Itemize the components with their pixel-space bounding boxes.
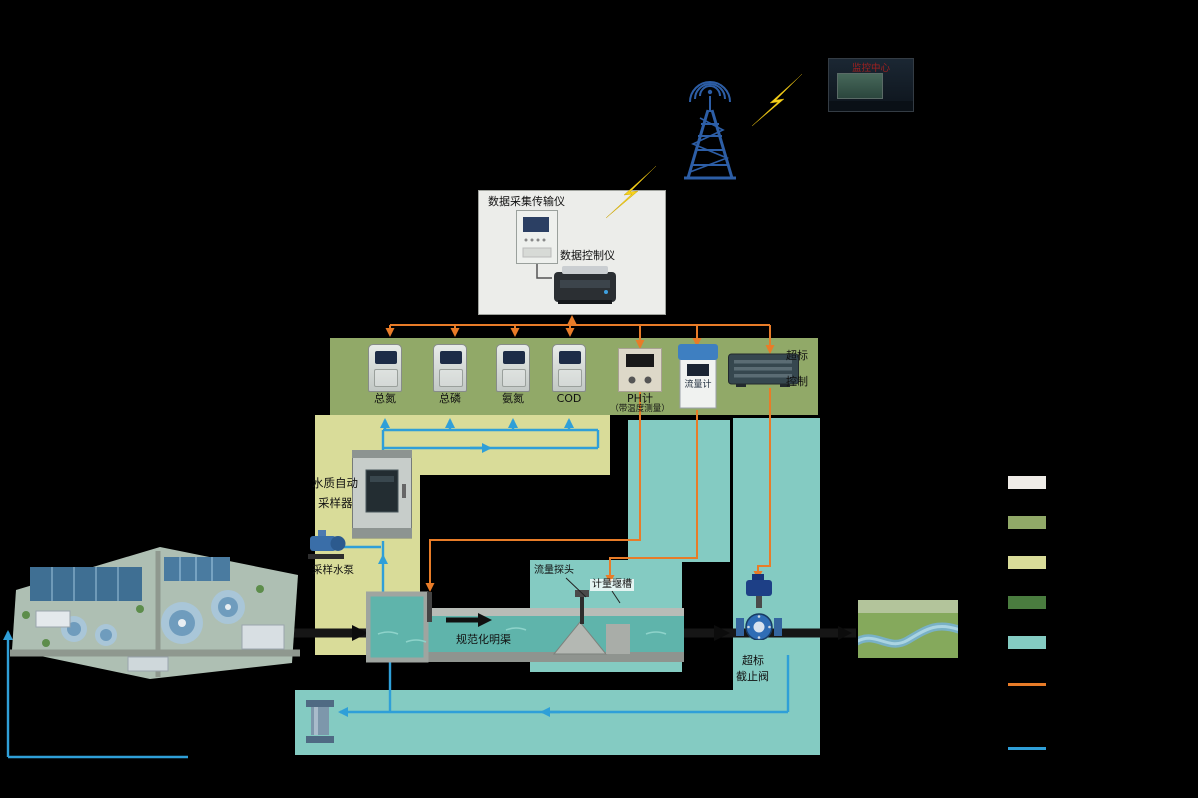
monitoring-center-label: 监控中心 <box>851 63 890 74</box>
legend-swatch-dark-green <box>1008 596 1046 609</box>
sampling-pump-device <box>308 530 346 559</box>
channel-band-bottom <box>295 690 820 755</box>
exceed-control-device <box>728 353 799 387</box>
river-photo <box>858 600 958 658</box>
analyzer-screen <box>440 351 462 364</box>
signal-lines <box>385 315 775 592</box>
return-pump-device <box>306 700 334 743</box>
flow-probe-label: 流量探头 <box>534 565 574 576</box>
video-wall <box>837 73 883 99</box>
auto-sampler-device <box>352 450 412 539</box>
exceed-control-label-2: 控制 <box>786 375 808 388</box>
analyzer-door <box>558 369 582 387</box>
legend-swatch-yellow <box>1008 556 1046 569</box>
measuring-weir-label: 计量堰槽 <box>590 579 634 591</box>
analyzer-door <box>502 369 526 387</box>
analyzer-screen <box>559 351 581 364</box>
shutoff-valve-label-1: 超标 <box>742 654 764 667</box>
analyzer-cabinet-cod <box>552 344 586 392</box>
sampling-pump-label: 采样水泵 <box>312 564 354 576</box>
analyzer-cabinet-tn <box>368 344 402 392</box>
auto-sampler-label-1: 水质自动 <box>312 476 358 490</box>
auto-sampler-label-2: 采样器 <box>318 496 353 510</box>
console-desk <box>829 101 913 111</box>
internal-cable <box>536 264 552 279</box>
analyzer-label-tp: 总磷 <box>439 392 461 405</box>
legend-line-orange <box>1008 683 1046 686</box>
analyzer-label-tn: 总氮 <box>374 392 396 405</box>
analyzer-screen <box>375 351 397 364</box>
lightning-icon-to-center <box>751 73 803 127</box>
data-transmitter-device <box>516 210 558 264</box>
analyzer-door <box>439 369 463 387</box>
data-collector-title: 数据采集传输仪 <box>488 195 565 208</box>
ph-meter-device <box>618 348 662 392</box>
ph-meter-sub-label: （带温度测量） <box>610 404 670 414</box>
data-controller-label: 数据控制仪 <box>560 249 615 262</box>
monitoring-center-photo: 监控中心 <box>828 58 914 112</box>
flow-meter-label: 流量计 <box>684 380 712 390</box>
legend-line-blue <box>1008 747 1046 750</box>
ph-meter-label: PH计 <box>627 392 653 405</box>
treatment-plant-photo <box>10 547 300 679</box>
data-controller-device <box>554 266 616 304</box>
channel-band-center <box>628 420 730 562</box>
open-channel-label: 规范化明渠 <box>456 633 511 646</box>
legend-swatch-teal <box>1008 636 1046 649</box>
analyzer-label-cod: COD <box>556 392 582 405</box>
open-channel-flume <box>366 590 684 663</box>
legend <box>1004 470 1064 760</box>
exceed-control-label-1: 超标 <box>786 349 808 362</box>
legend-swatch-green <box>1008 516 1046 529</box>
analyzer-door <box>374 369 398 387</box>
analyzer-cabinet-nh3 <box>496 344 530 392</box>
analyzer-cabinet-tp <box>433 344 467 392</box>
radio-tower-icon <box>684 81 736 180</box>
shutoff-valve-label-2: 截止阀 <box>736 670 769 683</box>
water-lines <box>2 418 790 759</box>
lightning-icon-to-logger <box>605 165 657 219</box>
flow-meter-device <box>678 344 718 409</box>
analyzer-label-nh3: 氨氮 <box>502 392 524 405</box>
shutoff-valve-device <box>736 574 782 640</box>
legend-swatch-white <box>1008 476 1046 489</box>
analyzer-screen <box>503 351 525 364</box>
